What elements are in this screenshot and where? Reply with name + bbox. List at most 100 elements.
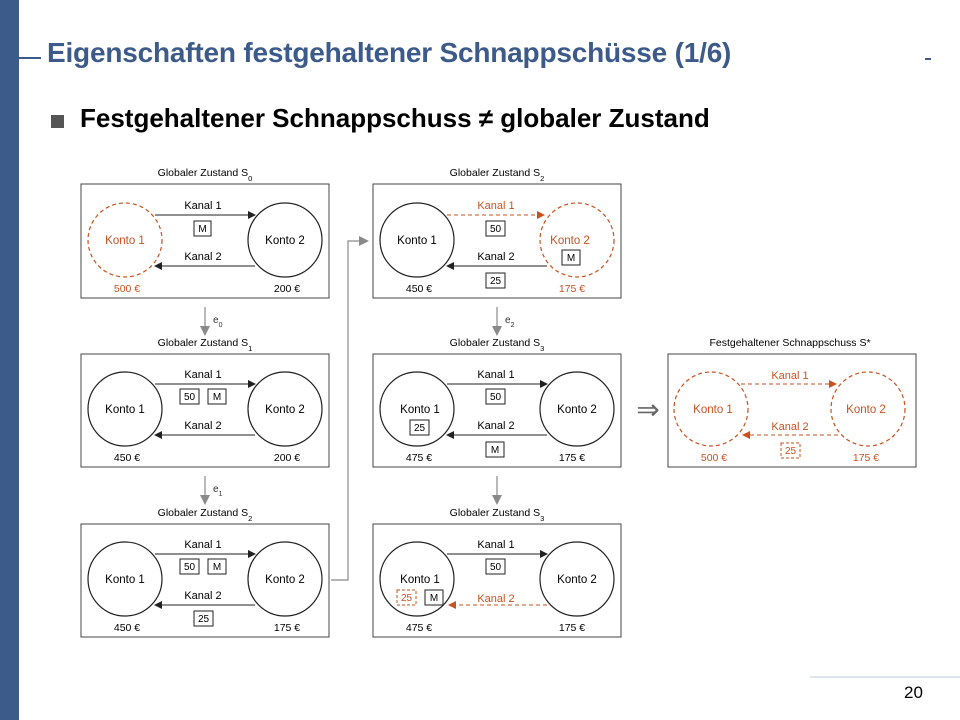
kanal1-label: Kanal 1 (184, 539, 221, 551)
konto2-balance: 175 € (559, 622, 585, 634)
message-label: 25 (490, 276, 502, 287)
left-accent-bar (0, 0, 19, 720)
event-e2: e2 (492, 307, 515, 336)
konto2-node (830, 371, 906, 447)
kanal1-label: Kanal 1 (184, 369, 221, 381)
implies-arrow-icon: ⇒ (636, 394, 659, 425)
marker-label: M (430, 593, 438, 604)
page-number: 20 (904, 683, 923, 702)
title-rule (19, 57, 41, 59)
konto2-balance: 200 € (274, 452, 300, 464)
state-panel-s2-left: Globaler Zustand S2 Konto 1 Konto 2 Kana… (80, 507, 330, 638)
message-label: 50 (184, 392, 196, 403)
konto2-node (539, 541, 615, 617)
kanal2-label: Kanal 2 (477, 420, 514, 432)
konto1-node (87, 202, 163, 278)
event-label: e2 (505, 315, 515, 329)
konto2-node (539, 202, 615, 278)
konto1-node (379, 541, 455, 617)
slide-title: Eigenschaften festgehaltener Schnappschü… (47, 37, 732, 68)
panel-frame (80, 183, 330, 299)
panel-frame (80, 523, 330, 638)
bullet-square-icon (51, 115, 64, 128)
received-message-label: 25 (414, 423, 426, 434)
konto1-balance: 500 € (701, 452, 727, 464)
kanal2-label: Kanal 2 (184, 590, 221, 602)
konto1-label: Konto 1 (105, 404, 145, 416)
konto2-balance: 200 € (274, 283, 300, 295)
konto1-label: Konto 1 (105, 574, 145, 586)
kanal2-label: Kanal 2 (477, 251, 514, 263)
state-panel-s1: Globaler Zustand S1 Konto 1 Konto 2 Kana… (80, 337, 330, 468)
konto2-label: Konto 2 (550, 235, 590, 247)
footer-rule (810, 676, 960, 678)
marker-box (485, 441, 505, 458)
panel-title: Globaler Zustand S2 (158, 507, 253, 523)
kanal1-label: Kanal 1 (477, 200, 514, 212)
konto2-node (247, 541, 323, 617)
panel-title: Globaler Zustand S2 (450, 167, 545, 183)
title-tick (925, 58, 931, 60)
marker-box (424, 589, 444, 606)
panel-frame (372, 523, 622, 638)
received-message-box (409, 419, 430, 436)
marker-label: M (491, 445, 499, 456)
panel-title: Festgehaltener Schnappschuss S* (709, 337, 870, 349)
message-label: 25 (785, 446, 797, 457)
konto1-label: Konto 1 (693, 404, 733, 416)
marker-label: M (213, 392, 221, 403)
konto1-label: Konto 1 (105, 235, 145, 247)
konto2-node (247, 202, 323, 278)
marker-box (207, 388, 227, 405)
konto2-label: Konto 2 (846, 404, 886, 416)
kanal1-label: Kanal 1 (184, 200, 221, 212)
konto1-node (673, 371, 749, 447)
konto1-node (87, 371, 163, 447)
marker-label: M (567, 253, 575, 264)
message-box (179, 558, 200, 575)
konto1-node (379, 371, 455, 447)
konto2-label: Konto 2 (265, 574, 305, 586)
state-panel-s2-right: Globaler Zustand S2 Konto 1 Konto 2 Kana… (372, 167, 622, 299)
message-box (193, 610, 214, 627)
panel-title: Globaler Zustand S3 (450, 507, 545, 523)
konto2-balance: 175 € (559, 283, 585, 295)
event-label: e0 (213, 315, 223, 329)
konto2-balance: 175 € (559, 452, 585, 464)
received-message-label: 25 (401, 593, 413, 604)
message-box (780, 442, 801, 459)
message-box (485, 220, 506, 237)
konto1-balance: 500 € (114, 283, 140, 295)
kanal1-label: Kanal 1 (477, 539, 514, 551)
kanal2-label: Kanal 2 (477, 593, 514, 605)
konto1-balance: 475 € (406, 452, 432, 464)
marker-box (193, 220, 212, 237)
panel-title: Globaler Zustand S0 (158, 167, 253, 183)
marker-box (561, 249, 581, 266)
message-label: 50 (490, 562, 502, 573)
message-label: 50 (490, 392, 502, 403)
snapshot-panel: Festgehaltener Schnappschuss S* Konto 1 … (667, 337, 917, 468)
konto1-balance: 450 € (114, 452, 140, 464)
panel-frame (372, 353, 622, 468)
event-e0: e0 (200, 307, 223, 336)
konto2-label: Konto 2 (265, 235, 305, 247)
kanal2-label: Kanal 2 (184, 251, 221, 263)
marker-box (207, 558, 227, 575)
panel-frame (80, 353, 330, 468)
panel-frame (667, 353, 917, 468)
konto1-balance: 475 € (406, 622, 432, 634)
message-label: 50 (490, 224, 502, 235)
message-label: 25 (198, 614, 210, 625)
konto2-label: Konto 2 (557, 574, 597, 586)
received-message-box (396, 589, 417, 606)
konto2-balance: 175 € (853, 452, 879, 464)
message-label: 50 (184, 562, 196, 573)
konto1-label: Konto 1 (400, 404, 440, 416)
panel-title: Globaler Zustand S3 (450, 337, 545, 353)
marker-label: M (198, 224, 206, 235)
konto2-node (539, 371, 615, 447)
message-box (485, 388, 506, 405)
konto1-balance: 450 € (406, 283, 432, 295)
konto2-node (247, 371, 323, 447)
